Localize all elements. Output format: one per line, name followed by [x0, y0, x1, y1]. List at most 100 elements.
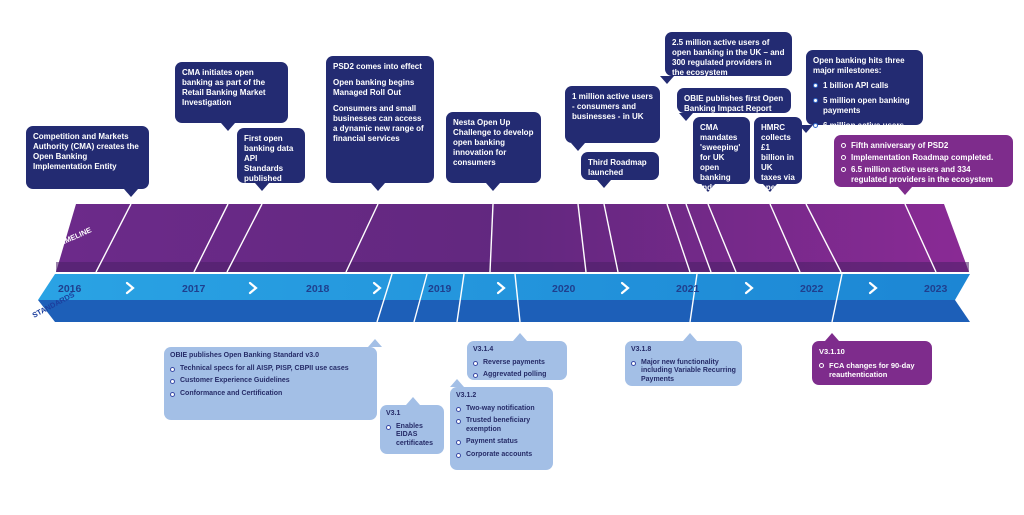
timeline-event-three-milestones: Open banking hits three major milestones… [806, 50, 923, 130]
chevron-right-icon [620, 281, 630, 295]
callout-tail [221, 123, 235, 131]
standard-item: FCA changes for 90-day reauthentication [819, 361, 925, 379]
standard-v3-1: V3.1 Enables EIDAS certificates [380, 405, 444, 454]
standard-title: V3.1.10 [819, 347, 845, 356]
milestone-item: Fifth anniversary of PSD2 [841, 141, 1006, 151]
timeline-event-first-api-standards: First open banking data API Standards pu… [237, 128, 305, 183]
timeline-event-obie-created: Competition and Markets Authority (CMA) … [26, 126, 149, 189]
timeline-event-cma-initiates: CMA initiates open banking as part of th… [175, 62, 288, 123]
standard-title: OBIE publishes Open Banking Standard v3.… [170, 352, 319, 359]
callout-tail [486, 183, 500, 191]
pointer-line [345, 203, 379, 273]
chevron-right-icon [744, 281, 754, 295]
chevron-right-icon [125, 281, 135, 295]
milestone-item: 5 million open banking payments [813, 96, 916, 116]
callout-tail [701, 184, 715, 192]
pointer-line [769, 203, 801, 273]
timeline-band-bottom [56, 262, 969, 272]
standard-title: V3.1.4 [473, 346, 494, 353]
timeline-event-fifth-anniversary-psd2: Fifth anniversary of PSD2 Implementation… [834, 135, 1013, 187]
event-text: Third Roadmap launched [588, 158, 647, 177]
timeline-band: TIMELINE [56, 204, 969, 272]
callout-tail [825, 333, 839, 341]
callout-tail [683, 333, 697, 341]
year-label: 2018 [306, 283, 330, 295]
timeline-event-impact-report: OBIE publishes first Open Banking Impact… [677, 88, 791, 113]
callout-tail [406, 397, 420, 405]
standard-item: Technical specs for all AISP, PISP, CBPI… [170, 365, 371, 374]
event-text: OBIE publishes first Open Banking Impact… [684, 94, 784, 113]
standard-v3-1-8: V3.1.8 Major new functionality including… [625, 341, 742, 386]
callout-tail [763, 184, 777, 192]
callout-tail [513, 333, 527, 341]
year-label: 2022 [800, 283, 824, 295]
pointer-line [577, 203, 587, 273]
pointer-line [707, 203, 737, 273]
standard-title: V3.1 [386, 410, 401, 417]
event-text: 1 million active users - consumers and b… [572, 92, 653, 121]
timeline-event-psd2: PSD2 comes into effect Open banking begi… [326, 56, 434, 183]
chevron-right-icon [248, 281, 258, 295]
chevron-right-icon [372, 281, 382, 295]
event-text: Open banking begins Managed Roll Out [333, 78, 415, 97]
standard-v3-1-10: V3.1.10 FCA changes for 90-day reauthent… [812, 341, 932, 385]
standard-item: Customer Experience Guidelines [170, 377, 371, 386]
year-label: 2020 [552, 283, 576, 295]
pointer-line [666, 203, 691, 273]
callout-tail [371, 183, 385, 191]
event-text: Nesta Open Up Challenge to develop open … [453, 118, 534, 167]
callout-tail [255, 183, 269, 191]
timeline-event-hmrc-taxes: HMRC collects £1 billion in UK taxes via… [754, 117, 802, 202]
callout-tail [450, 379, 464, 387]
milestone-item: 1 billion API calls [813, 81, 916, 91]
callout-tail [660, 76, 674, 84]
event-text: Competition and Markets Authority (CMA) … [33, 132, 139, 171]
timeline-event-2-5-million-users: 2.5 million active users of open banking… [665, 32, 792, 77]
year-label: 2021 [676, 283, 700, 295]
event-text: 2.5 million active users of open banking… [672, 38, 785, 77]
chevron-right-icon [868, 281, 878, 295]
pointer-line [456, 273, 465, 323]
pointer-line [193, 203, 229, 273]
standard-item: Major new functionality including Variab… [631, 359, 736, 385]
year-label: 2019 [428, 283, 452, 295]
callout-tail [597, 180, 611, 188]
standard-item: Trusted beneficiary exemption [456, 417, 547, 434]
standard-title: V3.1.8 [631, 346, 652, 353]
standard-title: V3.1.2 [456, 392, 477, 399]
callout-tail [571, 143, 585, 151]
timeline-event-1-million-users: 1 million active users - consumers and b… [565, 86, 660, 143]
year-label: 2016 [58, 283, 82, 295]
timeline-event-third-roadmap: Third Roadmap launched [581, 152, 659, 180]
callout-tail [368, 339, 382, 347]
year-label: 2017 [182, 283, 206, 295]
event-text: PSD2 comes into effect [333, 62, 422, 71]
event-text: First open banking data API Standards pu… [244, 134, 294, 183]
callout-tail [124, 189, 138, 197]
timeline-event-cma-sweeping: CMA mandates 'sweeping' for UK open bank… [693, 117, 750, 192]
standards-pointer-lines [376, 273, 843, 323]
standard-item: Two-way notification [456, 405, 547, 414]
event-text: HMRC collects £1 billion in UK taxes via… [761, 123, 795, 202]
pointer-line [376, 273, 393, 323]
pointer-line [904, 203, 937, 273]
year-arrows [125, 281, 878, 295]
pointer-line [685, 203, 712, 273]
chevron-right-icon [496, 281, 506, 295]
pointer-line [689, 273, 698, 323]
milestone-item: 6.5 million active users and 334 regulat… [841, 165, 1006, 185]
event-text: Consumers and small businesses can acces… [333, 104, 424, 143]
standard-item: Enables EIDAS certificates [386, 423, 438, 449]
pointer-line [95, 203, 132, 273]
standard-item: Corporate accounts [456, 451, 547, 460]
milestone-item: Implementation Roadmap completed. [841, 153, 1006, 163]
event-title: Open banking hits three major milestones… [813, 56, 905, 75]
standard-item: Conformance and Certification [170, 390, 371, 399]
milestone-item: 6 million active users [813, 121, 916, 131]
callout-tail [799, 125, 813, 133]
standard-item: Payment status [456, 438, 547, 447]
pointer-line [514, 273, 521, 323]
pointer-line [831, 273, 843, 323]
pointer-line [805, 203, 842, 273]
